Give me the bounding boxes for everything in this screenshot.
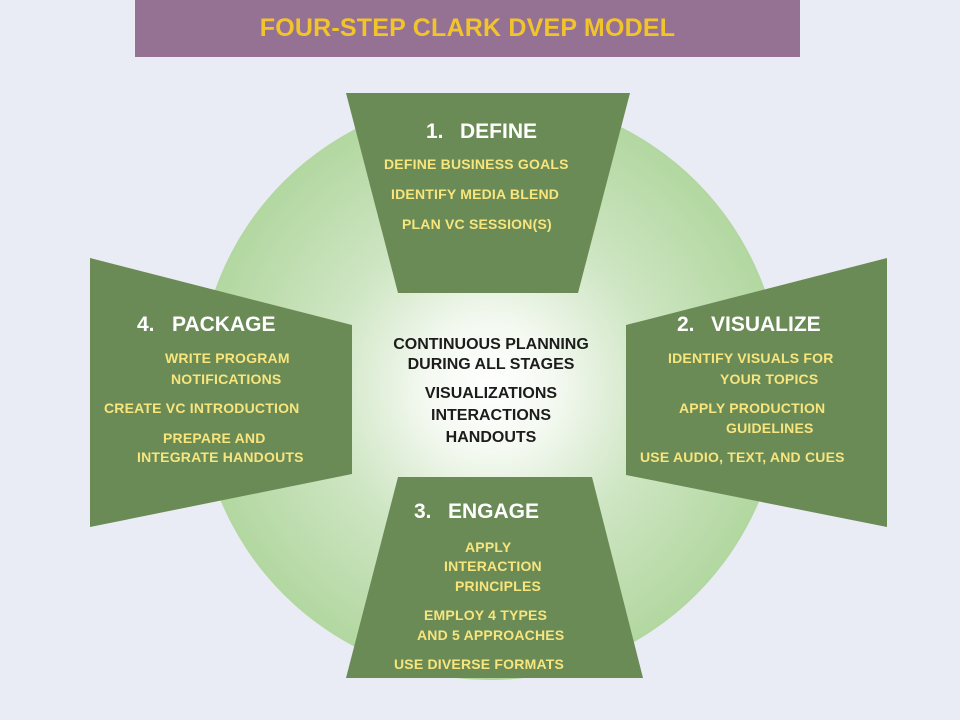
package-item-2: NOTIFICATIONS [171, 371, 282, 387]
package-item-5: INTEGRATE HANDOUTS [137, 449, 304, 465]
panel-engage [346, 477, 643, 678]
panel-package [90, 258, 352, 527]
package-number: 4. [137, 313, 155, 336]
title-banner: FOUR-STEP CLARK DVEP MODEL [135, 0, 800, 57]
center-line-1: CONTINUOUS PLANNING [393, 336, 589, 353]
engage-item-3: PRINCIPLES [455, 578, 542, 594]
define-item-3: PLAN VC SESSION(S) [402, 216, 552, 232]
define-item-1: DEFINE BUSINESS GOALS [384, 156, 569, 172]
visualize-item-2: YOUR TOPICS [720, 371, 819, 387]
engage-item-4: EMPLOY 4 TYPES [424, 607, 548, 623]
center-line-4: INTERACTIONS [431, 407, 551, 424]
package-heading: PACKAGE [172, 313, 276, 336]
visualize-item-4: GUIDELINES [726, 420, 814, 436]
center-line-3: VISUALIZATIONS [424, 385, 558, 402]
visualize-item-3: APPLY PRODUCTION [679, 400, 826, 416]
visualize-item-5: USE AUDIO, TEXT, AND CUES [640, 449, 845, 465]
visualize-number: 2. [677, 313, 695, 336]
engage-item-1: APPLY [465, 539, 512, 555]
page-title: FOUR-STEP CLARK DVEP MODEL [259, 14, 676, 42]
engage-item-6: USE DIVERSE FORMATS [394, 656, 565, 672]
planning-circle [198, 96, 782, 680]
visualize-item-1: IDENTIFY VISUALS FOR [668, 350, 834, 366]
define-item-2: IDENTIFY MEDIA BLEND [391, 186, 560, 202]
engage-heading: ENGAGE [448, 500, 540, 523]
package-item-3: CREATE VC INTRODUCTION [104, 400, 300, 416]
engage-item-2: INTERACTION [444, 558, 542, 574]
engage-number: 3. [414, 500, 432, 523]
center-line-5: HANDOUTS [445, 429, 537, 446]
define-number: 1. [426, 120, 444, 143]
panel-define [346, 93, 630, 293]
package-item-1: WRITE PROGRAM [165, 350, 290, 366]
center-line-2: DURING ALL STAGES [407, 356, 575, 373]
define-heading: DEFINE [460, 120, 538, 143]
package-item-4: PREPARE AND [163, 430, 266, 446]
visualize-heading: VISUALIZE [711, 313, 821, 336]
engage-item-5: AND 5 APPROACHES [417, 627, 565, 643]
panel-visualize [626, 258, 887, 527]
